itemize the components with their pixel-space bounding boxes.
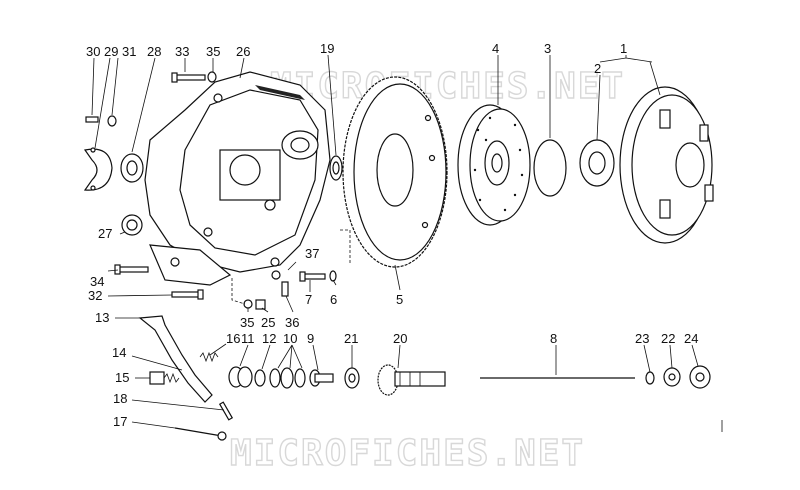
callout-17: 17: [113, 414, 127, 429]
screw-7: [299, 271, 326, 282]
callout-6: 6: [330, 292, 337, 307]
callout-23: 23: [635, 331, 649, 346]
callout-26: 26: [236, 44, 250, 59]
callout-24: 24: [684, 331, 698, 346]
clutch-disc-4: [457, 104, 531, 226]
callout-10: 10: [283, 331, 297, 346]
spring-plate-2: [579, 139, 615, 187]
bearing-21: [344, 367, 360, 389]
clutch-lever-13: [138, 315, 213, 403]
callout-4: 4: [492, 41, 499, 56]
callout-7: 7: [305, 292, 312, 307]
callout-32: 32: [88, 288, 102, 303]
leader-lines: [91, 54, 723, 432]
callout-1: 1: [620, 41, 627, 56]
callout-3: 3: [544, 41, 551, 56]
bearing-10: [269, 367, 306, 389]
plug-27: [121, 214, 143, 236]
callout-13: 13: [95, 310, 109, 325]
callout-25: 25: [261, 315, 275, 330]
nut-24: [689, 365, 711, 389]
callout-18: 18: [113, 391, 127, 406]
callout-28: 28: [147, 44, 161, 59]
screw-32: [171, 289, 204, 300]
callout-labels: 1 2 3 4 5 6 7 8 9 10 11 12 13 14 15 16 1…: [86, 41, 698, 429]
callout-5: 5: [396, 292, 403, 307]
callout-36: 36: [285, 315, 299, 330]
watermark-bottom: MICROFICHES.NET: [230, 433, 585, 474]
screw-36: [281, 281, 289, 297]
callout-14: 14: [112, 345, 126, 360]
callout-22: 22: [661, 331, 675, 346]
flywheel-5: [342, 76, 448, 268]
washer-12: [254, 369, 266, 387]
washer-23: [645, 371, 655, 385]
nut-15: [149, 371, 180, 385]
callout-35-top: 35: [206, 44, 220, 59]
callout-29: 29: [104, 44, 118, 59]
screw-33: [171, 72, 206, 83]
callout-16: 16: [226, 331, 240, 346]
clutch-housing: [144, 71, 331, 286]
callout-11: 11: [241, 331, 255, 346]
callout-37: 37: [305, 246, 319, 261]
callout-30: 30: [86, 44, 100, 59]
callout-21: 21: [344, 331, 358, 346]
washer-37: [271, 270, 281, 280]
bearing-28: [120, 153, 144, 183]
callout-20: 20: [393, 331, 407, 346]
washer-6: [329, 270, 337, 282]
pin-18: [218, 401, 234, 421]
ring-3: [533, 139, 567, 197]
spring-16: [199, 351, 219, 363]
washer-31: [107, 115, 117, 127]
callout-35-bottom: 35: [240, 315, 254, 330]
callout-27: 27: [98, 226, 112, 241]
thrust-piece-9: [309, 369, 334, 387]
bush-11: [228, 366, 253, 388]
pressure-plate-1: [619, 86, 714, 244]
washer-22: [663, 367, 681, 387]
oil-seal-19: [329, 155, 343, 181]
nut-25: [255, 299, 266, 310]
callout-31: 31: [122, 44, 136, 59]
callout-8: 8: [550, 331, 557, 346]
callout-9: 9: [307, 331, 314, 346]
callout-33: 33: [175, 44, 189, 59]
callout-34: 34: [90, 274, 104, 289]
retainer-plate-29: [83, 148, 113, 191]
rod-17: [174, 427, 227, 441]
callout-15: 15: [115, 370, 129, 385]
callout-19: 19: [320, 41, 334, 56]
callout-2: 2: [594, 61, 601, 76]
washer-35-top: [207, 71, 217, 83]
washer-35-bottom: [243, 299, 253, 309]
callout-12: 12: [262, 331, 276, 346]
screw-30: [85, 116, 99, 123]
watermark-top: MICROFICHES.NET: [270, 66, 625, 107]
screw-34: [114, 264, 149, 275]
gear-shaft-20: [377, 364, 446, 396]
